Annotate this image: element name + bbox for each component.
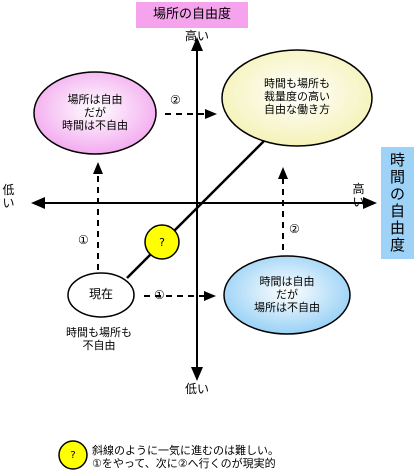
note-badge [58, 440, 88, 470]
step2-horizontal-number: ② [170, 93, 181, 107]
bottom-label: 低い [184, 382, 210, 396]
left-label-char: い [2, 196, 15, 210]
horizontal-axis-left-arrow [31, 197, 45, 209]
note-badge-label: ? [70, 450, 76, 461]
right-label-char: 高 [352, 182, 365, 196]
bottom-right-line-2: だが [276, 288, 298, 301]
note-line-2: ①をやって、次に②へ行くのが現実的 [92, 457, 276, 470]
note-text: 斜線のように一気に進むのは難しい。 ①をやって、次に②へ行くのが現実的 [92, 444, 279, 470]
step1-right-arrowhead [204, 291, 216, 301]
step1-horizontal-number: ① [154, 288, 165, 302]
top-right-line-3: 自由な働き方 [264, 103, 330, 116]
title-time-char: 由 [389, 219, 405, 237]
step1-vertical-number: ① [78, 233, 89, 247]
step2-up-arrowhead [278, 167, 288, 179]
right-label: 高い [352, 183, 365, 209]
diagonal-badge-label: ? [159, 236, 165, 249]
bottom-right-ellipse [223, 255, 351, 335]
current-caption: 時間も場所も 不自由 [66, 326, 132, 352]
title-time-char: 時 [389, 151, 405, 169]
top-left-line-3: 時間は不自由 [62, 119, 128, 132]
bottom-right-line-1: 時間は自由 [259, 275, 315, 288]
title-time-char: の [389, 185, 405, 203]
left-label: 低い [2, 184, 15, 210]
vertical-axis-top-arrow [191, 37, 203, 51]
top-left-ellipse [33, 71, 157, 155]
vertical-axis-title: 場所の自由度 [136, 2, 248, 28]
top-right-text: 時間も場所も 裁量度の高い 自由な働き方 [264, 77, 330, 116]
current-caption-line-1: 時間も場所も [66, 326, 132, 339]
right-label-char: い [352, 195, 365, 209]
top-label: 高い [184, 29, 210, 43]
step2-vertical-number: ② [289, 222, 300, 236]
title-time-char: 度 [389, 236, 405, 254]
note-line-1: 斜線のように一気に進むのは難しい。 [92, 444, 279, 457]
current-caption-line-2: 不自由 [82, 339, 116, 352]
left-label-char: 低 [2, 183, 15, 197]
horizontal-axis-title: 時間の自由度 [381, 147, 414, 259]
bottom-right-line-3: 場所は不自由 [254, 301, 320, 314]
top-left-text: 場所は自由 だが 時間は不自由 [62, 93, 128, 132]
bottom-right-text: 時間は自由 だが 場所は不自由 [254, 275, 320, 314]
step2-right-arrowhead [205, 109, 217, 119]
top-right-line-1: 時間も場所も [264, 77, 330, 90]
horizontal-axis-right-arrow [363, 197, 377, 209]
current-label: 現在 [88, 287, 114, 301]
top-left-line-1: 場所は自由 [67, 93, 123, 106]
diagonal-arrow [126, 134, 271, 279]
top-right-ellipse [221, 49, 373, 147]
title-time-char: 間 [389, 168, 405, 186]
current-ellipse [67, 272, 135, 318]
top-left-line-2: だが [84, 106, 106, 119]
step1-up-arrowhead [93, 162, 103, 174]
title-time-char: 自 [389, 202, 405, 220]
diagonal-badge [144, 224, 180, 260]
vertical-axis-bottom-arrow [191, 367, 203, 381]
top-right-line-2: 裁量度の高い [264, 90, 330, 103]
